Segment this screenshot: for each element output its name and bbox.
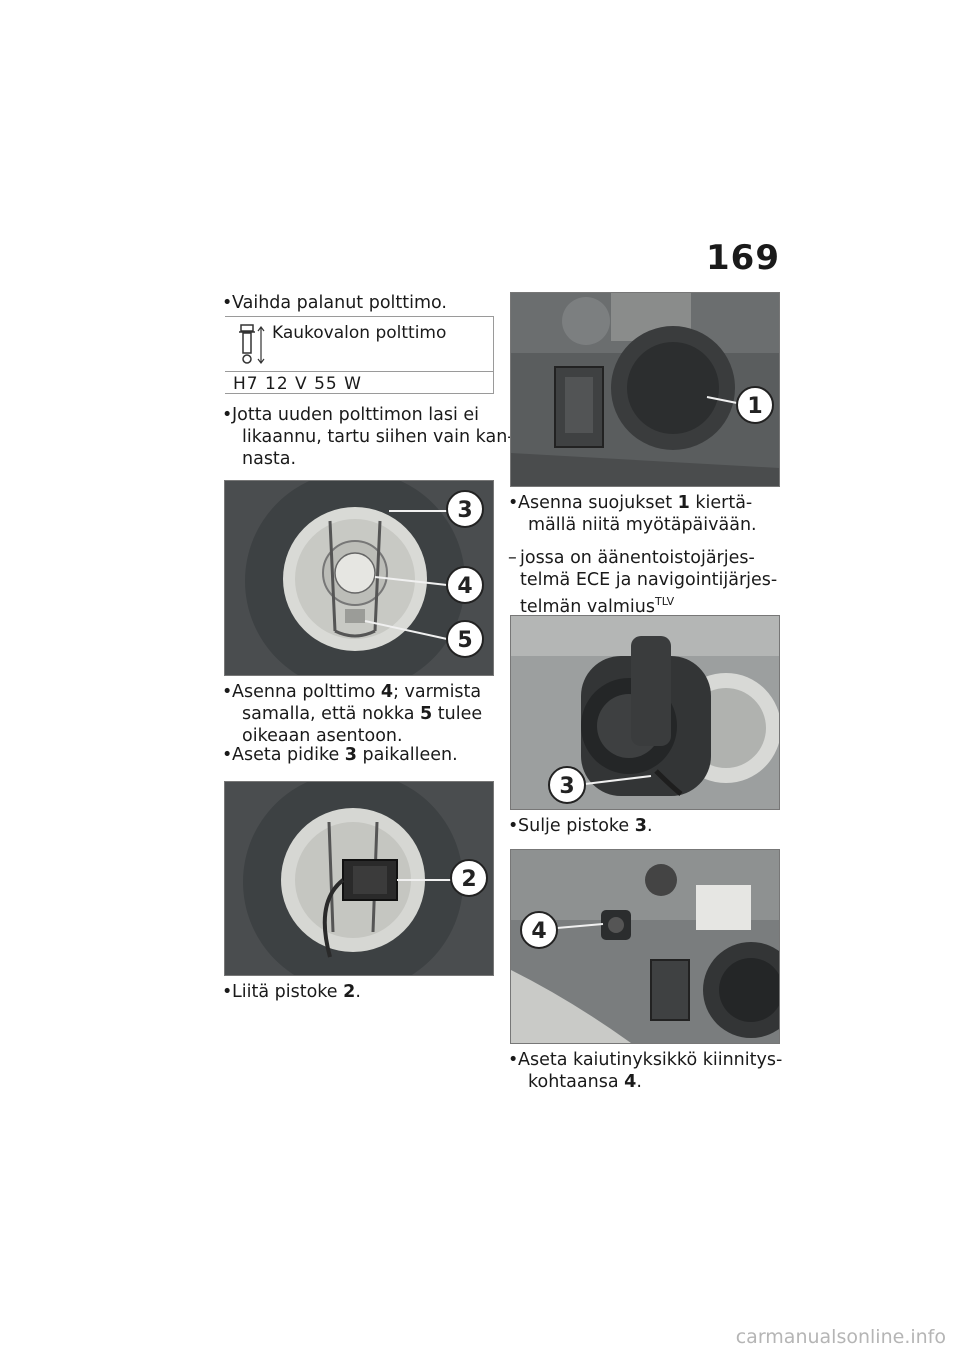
step-mount-speaker: Aseta kaiutinyksikkö kiinnitys- kohtaans… [508, 1049, 782, 1093]
watermark: carmanualsonline.info [735, 1326, 946, 1348]
svg-text:2: 2 [461, 867, 476, 892]
svg-text:4: 4 [457, 574, 472, 599]
callout-4: 4 [446, 566, 484, 604]
condition-note: – jossa on äänentoistojärjes- telmä ECE … [508, 548, 778, 617]
svg-text:3: 3 [559, 774, 574, 799]
figure-connector: 2 [224, 781, 494, 976]
svg-text:4: 4 [531, 919, 546, 944]
svg-text:1: 1 [747, 394, 762, 419]
callout-1: 1 [736, 386, 774, 424]
step-handle-base: Jotta uuden polttimon lasi ei likaannu, … [222, 404, 514, 470]
step-close-plug: Sulje pistoke 3. [508, 815, 652, 837]
step-connect-plug: Liitä pistoke 2. [222, 981, 361, 1003]
callout-4-mount: 4 [520, 911, 558, 949]
callout-5: 5 [446, 620, 484, 658]
figure-speaker-plug: 3 [510, 615, 780, 810]
step-install-bulb: Asenna polttimo 4; varmista samalla, ett… [222, 681, 482, 747]
step-place-holder: Aseta pidike 3 paikalleen. [222, 744, 458, 766]
bulb-icon [239, 324, 265, 364]
figure-bulb-holder: 3 4 5 [224, 480, 494, 676]
callout-3-speaker: 3 [548, 766, 586, 804]
page-number: 169 [706, 238, 780, 278]
figure-cover: 1 [510, 292, 780, 487]
callout-3: 3 [446, 490, 484, 528]
callout-2: 2 [450, 859, 488, 897]
step-install-covers: Asenna suojukset 1 kiertä- mällä niitä m… [508, 492, 757, 536]
spec-value: H7 12 V 55 W [233, 374, 362, 394]
tlv-superscript: TLV [654, 595, 675, 608]
svg-text:3: 3 [457, 498, 472, 523]
spec-table: Kaukovalon polttimo H7 12 V 55 W [225, 316, 494, 394]
spec-label: Kaukovalon polttimo [272, 323, 447, 343]
svg-text:5: 5 [457, 628, 472, 653]
figure-speaker-mount: 4 [510, 849, 780, 1044]
step-replace-bulb: Vaihda palanut polttimo. [222, 292, 447, 314]
